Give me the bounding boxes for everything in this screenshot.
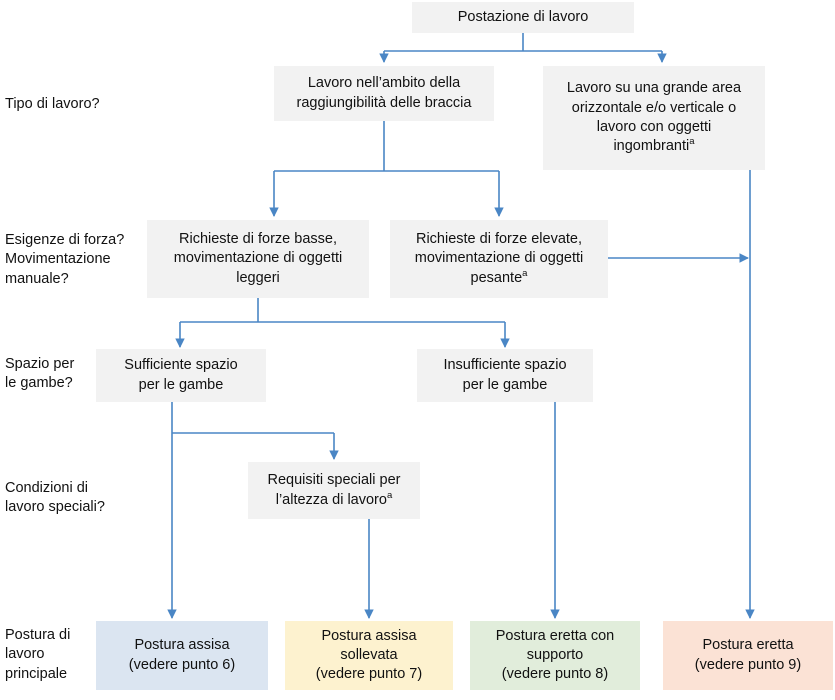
row-label-tipo-di-lavoro: Tipo di lavoro? <box>5 96 100 112</box>
node-requisiti-speciali-altezza[interactable]: Requisiti speciali per l’altezza di lavo… <box>248 462 420 519</box>
node-label: Richieste di forze basse, movimentazione… <box>173 231 343 286</box>
node-lavoro-ambito-braccia[interactable]: Lavoro nell’ambito della raggiungibilità… <box>274 66 494 121</box>
node-label: Richieste di forze elevate, movimentazio… <box>414 231 584 286</box>
node-label: Postura eretta (vedere punto 9) <box>694 637 802 673</box>
node-result-postura-eretta-con-supporto[interactable]: Postura eretta con supporto (vedere punt… <box>470 621 640 690</box>
node-postazione-di-lavoro[interactable]: Postazione di lavoro <box>412 2 634 33</box>
node-label: Postazione di lavoro <box>457 8 589 25</box>
footnote-marker: a <box>522 267 528 279</box>
node-label: Lavoro nell’ambito della raggiungibilità… <box>296 75 472 111</box>
node-result-postura-assisa-sollevata[interactable]: Postura assisa sollevata (vedere punto 7… <box>285 621 453 690</box>
node-label: Lavoro su una grande area orizzontale e/… <box>566 80 742 155</box>
node-lavoro-grande-area[interactable]: Lavoro su una grande area orizzontale e/… <box>543 66 765 170</box>
node-label-wrap: Requisiti speciali per l’altezza di lavo… <box>268 471 401 510</box>
node-label: Sufficiente spazio per le gambe <box>124 357 238 393</box>
node-label: Postura assisa (vedere punto 6) <box>128 637 236 673</box>
node-result-postura-assisa[interactable]: Postura assisa (vedere punto 6) <box>96 621 268 690</box>
row-label-condizioni-di-lavoro-speciali: Condizioni di lavoro speciali? <box>5 480 105 516</box>
node-sufficiente-spazio-gambe[interactable]: Sufficiente spazio per le gambe <box>96 349 266 402</box>
row-label-postura-di-lavoro-principale: Postura di lavoro principale <box>5 627 71 682</box>
node-label-wrap: Richieste di forze elevate, movimentazio… <box>415 230 583 288</box>
row-label-esigenze-di-forza: Esigenze di forza? Movimentazione manual… <box>5 232 125 287</box>
node-insufficiente-spazio-gambe[interactable]: Insufficiente spazio per le gambe <box>417 349 593 402</box>
node-label-wrap: Lavoro su una grande area orizzontale e/… <box>567 79 741 156</box>
footnote-marker: a <box>689 136 695 148</box>
node-label: Requisiti speciali per l’altezza di lavo… <box>267 472 401 508</box>
row-label-spazio-per-le-gambe: Spazio per le gambe? <box>5 356 75 392</box>
node-label: Insufficiente spazio per le gambe <box>443 357 567 393</box>
node-label: Postura eretta con supporto (vedere punt… <box>495 627 615 683</box>
footnote-marker: a <box>386 489 393 501</box>
node-label: Postura assisa sollevata (vedere punto 7… <box>315 627 423 683</box>
node-richieste-forze-elevate[interactable]: Richieste di forze elevate, movimentazio… <box>390 220 608 298</box>
node-result-postura-eretta[interactable]: Postura eretta (vedere punto 9) <box>663 621 833 690</box>
node-richieste-forze-basse[interactable]: Richieste di forze basse, movimentazione… <box>147 220 369 298</box>
